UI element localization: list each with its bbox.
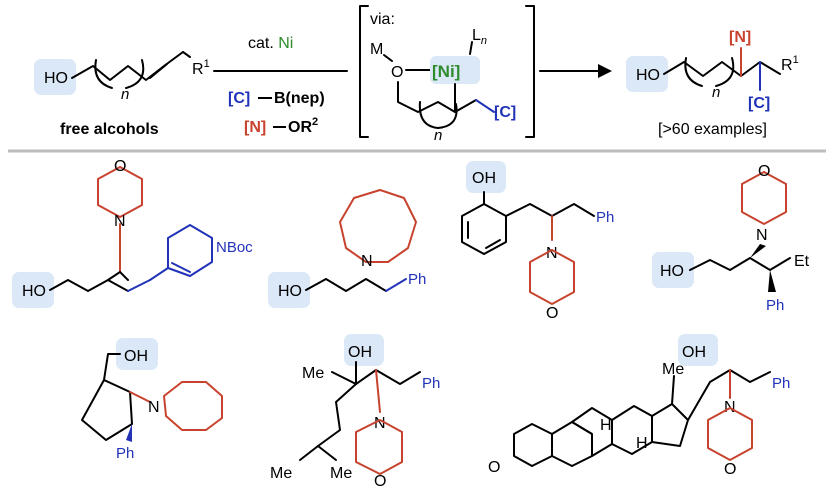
- svg-text:OR2: OR2: [288, 116, 318, 136]
- svg-text:OH: OH: [472, 170, 496, 187]
- svg-text:Me: Me: [270, 465, 292, 482]
- svg-text:OH: OH: [682, 344, 706, 361]
- svg-text:N: N: [114, 213, 126, 230]
- svg-text:HO: HO: [660, 263, 684, 280]
- svg-text:Ph: Ph: [596, 209, 614, 226]
- svg-text:Me: Me: [330, 465, 352, 482]
- svg-text:O: O: [724, 461, 736, 478]
- svg-text:Et: Et: [794, 253, 810, 270]
- svg-text:Me: Me: [662, 361, 684, 378]
- example-1: HO O N NBoc: [12, 158, 253, 308]
- free-alcohols-label: free alcohols: [60, 121, 159, 138]
- svg-text:H: H: [600, 417, 612, 434]
- svg-text:N: N: [148, 399, 160, 416]
- example-7: O Me OH H H Ph N O: [488, 334, 790, 478]
- svg-text:OH: OH: [124, 348, 148, 365]
- svg-text:O: O: [758, 163, 770, 180]
- svg-text:O: O: [374, 473, 386, 488]
- svg-text:N: N: [374, 415, 386, 432]
- svg-text:H: H: [636, 435, 648, 452]
- svg-text:NBoc: NBoc: [216, 239, 253, 256]
- svg-text:Ln: Ln: [472, 27, 487, 47]
- hydroxyl-highlight: [34, 59, 76, 95]
- svg-text:HO: HO: [278, 283, 302, 300]
- svg-text:Me: Me: [302, 365, 324, 382]
- svg-text:n: n: [712, 84, 720, 101]
- svg-text:M: M: [370, 41, 383, 58]
- nickel-intermediate: via: M O [Ni] Ln n [C]: [359, 5, 535, 144]
- svg-text:Ph: Ph: [408, 271, 426, 288]
- reactant-ho: HO: [44, 70, 68, 87]
- svg-text:O: O: [546, 305, 558, 322]
- examples-count: [>60 examples]: [658, 121, 767, 138]
- svg-text:n: n: [434, 127, 442, 144]
- reaction-conditions: cat. Ni [C] B(nep) [N] OR2: [213, 35, 348, 136]
- svg-text:Ph: Ph: [766, 297, 784, 314]
- catalyst-label: cat. Ni: [248, 35, 293, 52]
- svg-text:Ph: Ph: [422, 375, 440, 392]
- svg-text:Ph: Ph: [772, 375, 790, 392]
- svg-text:OH: OH: [348, 344, 372, 361]
- product-c-group: [C]: [748, 95, 770, 112]
- example-2: HO N Ph: [268, 189, 426, 308]
- product-amino-alcohol: HO n [N] [C] R1 [>60 examples]: [626, 29, 799, 138]
- intermediate-c: [C]: [494, 104, 516, 121]
- example-6: Me OH Ph Me Me N O: [270, 334, 440, 488]
- svg-text:N: N: [546, 245, 558, 262]
- svg-text:O: O: [114, 158, 126, 175]
- svg-text:R1: R1: [781, 54, 799, 74]
- svg-text:O: O: [488, 459, 500, 476]
- reaction-arrow: [598, 64, 612, 78]
- reactant-r1: R1: [192, 58, 210, 78]
- svg-text:B(nep): B(nep): [274, 90, 325, 107]
- reactant-n: n: [121, 86, 129, 103]
- example-4: O N HO Et Ph: [652, 163, 810, 314]
- svg-text:HO: HO: [22, 283, 46, 300]
- nickel-center: [Ni]: [432, 62, 460, 81]
- via-label: via:: [370, 11, 395, 28]
- carbon-reagent: [C]: [228, 90, 250, 107]
- example-3: OH Ph N O: [461, 161, 614, 322]
- svg-text:HO: HO: [636, 67, 660, 84]
- nitrogen-reagent: [N]: [244, 119, 266, 136]
- example-5: OH N Ph: [81, 338, 223, 462]
- svg-text:O: O: [391, 64, 403, 81]
- reactant-alkene-alcohol: HO n R1 free alcohols: [34, 51, 210, 138]
- product-n-group: [N]: [729, 29, 751, 46]
- svg-text:Ph: Ph: [116, 445, 134, 462]
- svg-text:N: N: [756, 227, 768, 244]
- svg-text:N: N: [361, 253, 373, 270]
